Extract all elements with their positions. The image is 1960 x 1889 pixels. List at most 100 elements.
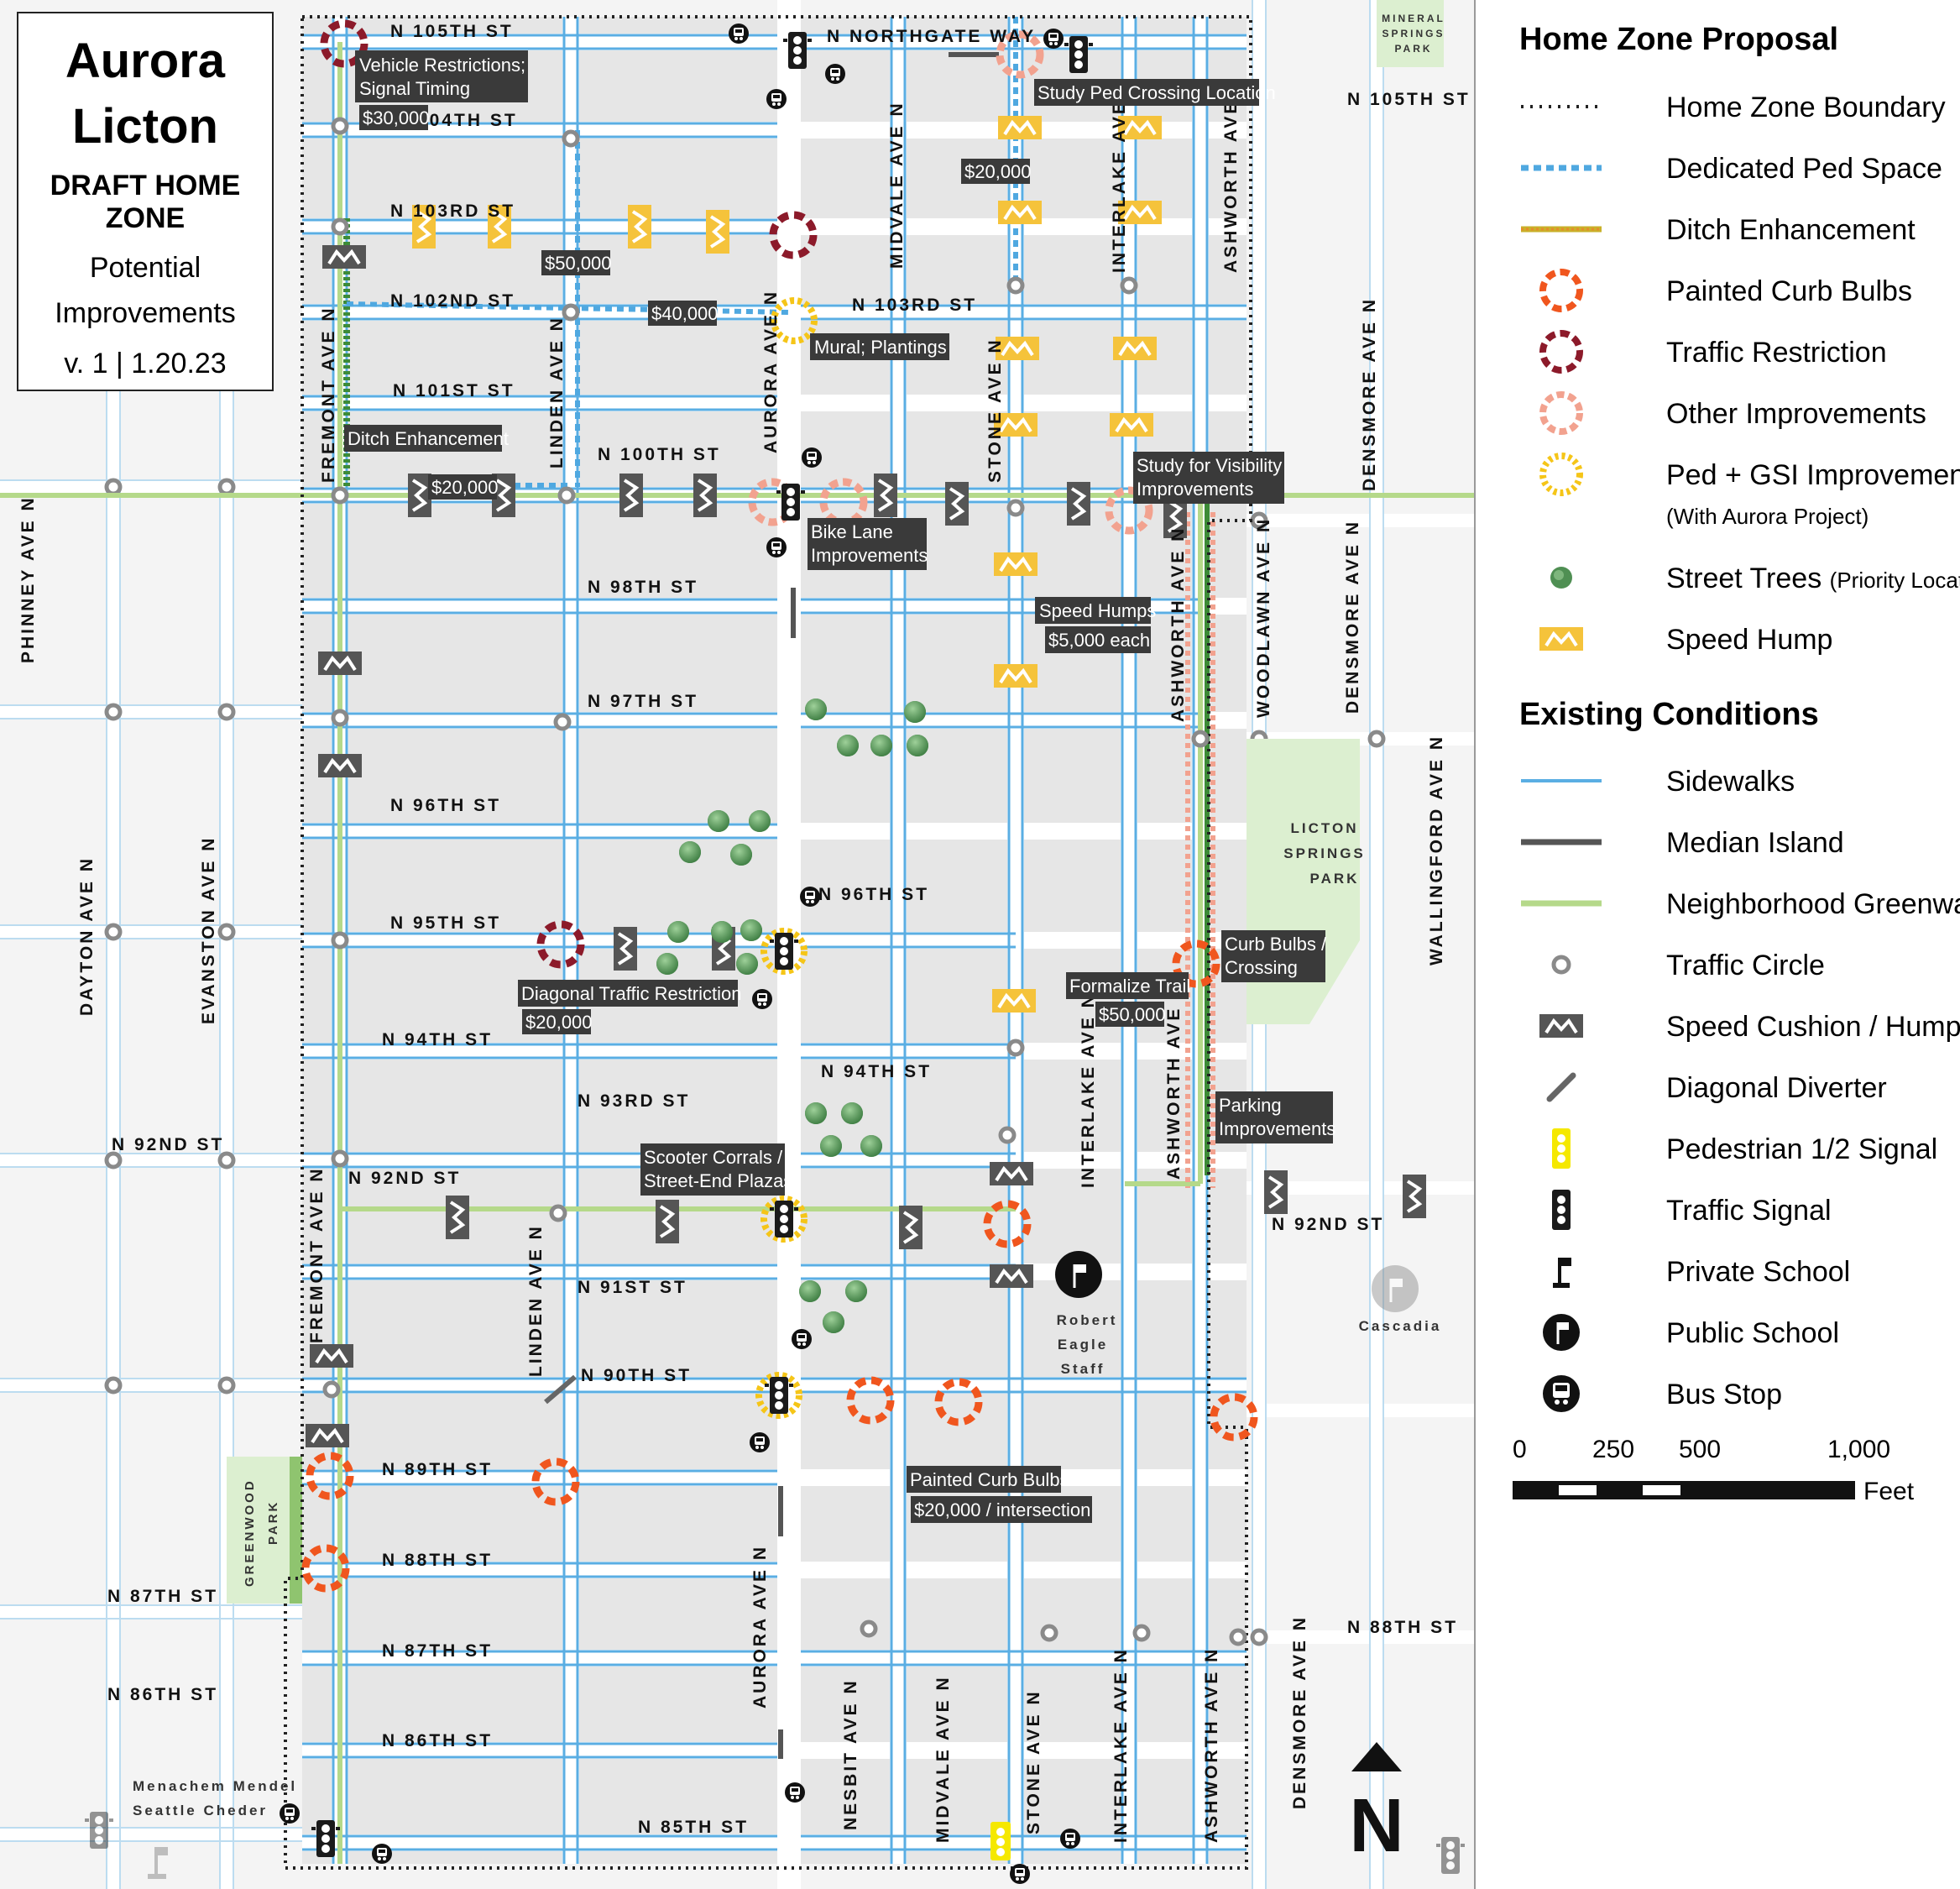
- callout-cost-30k: $30,000: [359, 105, 430, 130]
- svg-text:$40,000: $40,000: [651, 303, 719, 324]
- svg-text:N 87TH ST: N 87TH ST: [382, 1641, 493, 1661]
- legend-item-median: Median Island: [1519, 817, 1956, 867]
- svg-text:N 88TH ST: N 88TH ST: [1347, 1618, 1458, 1637]
- svg-text:Eagle: Eagle: [1058, 1337, 1108, 1353]
- scale-250: 250: [1592, 1436, 1635, 1463]
- svg-text:N 92ND ST: N 92ND ST: [112, 1135, 224, 1154]
- svg-text:N 86TH ST: N 86TH ST: [382, 1731, 493, 1750]
- svg-text:N 93RD ST: N 93RD ST: [578, 1091, 690, 1111]
- svg-text:N 86TH ST: N 86TH ST: [107, 1685, 218, 1704]
- legend-item-traffic-restriction: Traffic Restriction: [1519, 327, 1956, 377]
- svg-text:PARK: PARK: [1310, 871, 1360, 887]
- svg-text:Signal Timing: Signal Timing: [359, 78, 470, 99]
- public-school-robert-eagle: [1055, 1251, 1102, 1298]
- svg-text:N 85TH ST: N 85TH ST: [638, 1818, 749, 1837]
- svg-text:Painted Curb Bulbs: Painted Curb Bulbs: [910, 1469, 1069, 1490]
- scale-0: 0: [1513, 1436, 1527, 1463]
- svg-text:N 94TH ST: N 94TH ST: [382, 1030, 493, 1049]
- svg-text:N 98TH ST: N 98TH ST: [588, 578, 698, 597]
- svg-text:NESBIT AVE N: NESBIT AVE N: [841, 1678, 860, 1830]
- public-school-icon: [1543, 1314, 1580, 1351]
- svg-text:Menachem Mendel: Menachem Mendel: [133, 1778, 297, 1794]
- svg-text:FREMONT AVE N: FREMONT AVE N: [307, 1167, 327, 1344]
- legend-item-curb-bulbs: Painted Curb Bulbs: [1519, 265, 1956, 316]
- map-frame: N N 105TH ST N NORTHGATE WAY N 105TH ST …: [0, 0, 1476, 1889]
- legend-existing-heading: Existing Conditions: [1519, 697, 1819, 732]
- svg-text:LINDEN AVE N: LINDEN AVE N: [526, 1224, 546, 1377]
- callout-parking: Parking Improvements: [1215, 1091, 1335, 1143]
- greenwood-park: [227, 1457, 290, 1604]
- callout-vehicle-restrictions: Vehicle Restrictions; Signal Timing: [355, 50, 528, 102]
- svg-text:$20,000: $20,000: [964, 161, 1032, 182]
- svg-text:N 89TH ST: N 89TH ST: [382, 1460, 493, 1479]
- callout-ditch: Ditch Enhancement: [344, 425, 509, 452]
- svg-text:$30,000: $30,000: [363, 107, 430, 128]
- svg-text:LINDEN AVE N: LINDEN AVE N: [547, 316, 567, 468]
- svg-text:AURORA AVE N: AURORA AVE N: [761, 290, 781, 453]
- svg-text:Robert: Robert: [1057, 1312, 1118, 1328]
- svg-text:Improvements: Improvements: [1219, 1118, 1335, 1139]
- bus-stop-icon: [1543, 1375, 1580, 1412]
- public-school-cascadia: [1372, 1265, 1419, 1312]
- svg-text:$20,000: $20,000: [431, 477, 499, 498]
- callout-bike-lane: Bike Lane Improvements: [808, 518, 928, 570]
- svg-text:N 92ND ST: N 92ND ST: [348, 1169, 461, 1188]
- legend-item-greenway: Neighborhood Greenway: [1519, 878, 1960, 929]
- ditch-line-icon: [1521, 226, 1602, 233]
- north-arrow: N: [1350, 1742, 1404, 1868]
- callout-curb-crossing: Curb Bulbs / Crossing: [1221, 930, 1327, 982]
- svg-text:PARK: PARK: [266, 1500, 280, 1545]
- callout-formalize-trail: Formalize Trail $50,000: [1066, 972, 1190, 1027]
- svg-text:N 105TH ST: N 105TH ST: [1347, 90, 1471, 109]
- scale-1000: 1,000: [1827, 1436, 1891, 1463]
- svg-text:N 88TH ST: N 88TH ST: [382, 1551, 493, 1570]
- svg-text:Curb Bulbs /: Curb Bulbs /: [1225, 934, 1327, 955]
- svg-text:MIDVALE AVE N: MIDVALE AVE N: [887, 101, 907, 269]
- diagonal-diverter: [544, 1374, 577, 1405]
- svg-text:N 94TH ST: N 94TH ST: [821, 1062, 932, 1081]
- svg-text:N 101ST ST: N 101ST ST: [393, 381, 515, 400]
- svg-text:Speed Humps: Speed Humps: [1039, 600, 1156, 621]
- svg-text:N 103RD ST: N 103RD ST: [390, 201, 515, 221]
- svg-text:ASHWORTH AVE N: ASHWORTH AVE N: [1221, 77, 1241, 273]
- legend-item-ped-gsi: Ped + GSI Improvements: [1519, 449, 1960, 500]
- svg-text:Parking: Parking: [1219, 1095, 1282, 1116]
- scale-unit: Feet: [1863, 1478, 1915, 1505]
- callout-painted-curb: Painted Curb Bulbs $20,000 / intersectio…: [907, 1466, 1092, 1523]
- legend-ped-gsi-note: (With Aurora Project): [1666, 504, 1869, 529]
- svg-text:SPRINGS: SPRINGS: [1283, 845, 1366, 861]
- svg-text:N NORTHGATE WAY: N NORTHGATE WAY: [827, 27, 1036, 46]
- legend-item-traffic-signal: Traffic Signal: [1519, 1185, 1956, 1235]
- trail-line: [1185, 512, 1215, 1188]
- svg-text:MIDVALE AVE N: MIDVALE AVE N: [933, 1675, 953, 1843]
- callout-visibility: Study for Visibility Improvements: [1133, 452, 1284, 504]
- svg-text:Crossing: Crossing: [1225, 957, 1298, 978]
- svg-text:N 100TH ST: N 100TH ST: [598, 445, 721, 464]
- svg-text:STONE AVE N: STONE AVE N: [985, 338, 1005, 483]
- legend-item-speed-hump: Speed Hump: [1519, 614, 1956, 664]
- svg-text:N 95TH ST: N 95TH ST: [390, 913, 501, 933]
- legend-item-bus-stop: Bus Stop: [1519, 1368, 1956, 1419]
- ped-half-signal-85th: [990, 1822, 1011, 1860]
- callout-cost-20k-b: $20,000: [428, 474, 499, 500]
- sidewalk-line-icon: [1521, 779, 1602, 782]
- svg-text:PARK: PARK: [1394, 43, 1432, 55]
- speed-hump-icon: [1539, 627, 1583, 651]
- svg-text:Formalize Trail: Formalize Trail: [1069, 976, 1190, 997]
- svg-text:FREMONT AVE N: FREMONT AVE N: [319, 306, 338, 484]
- svg-text:DENSMORE AVE N: DENSMORE AVE N: [1360, 297, 1379, 491]
- svg-text:Improvements: Improvements: [1137, 479, 1253, 500]
- svg-text:Scooter Corrals /: Scooter Corrals /: [644, 1147, 783, 1168]
- speed-cushion-icon: [1539, 1014, 1583, 1038]
- svg-text:Street-End Plazas: Street-End Plazas: [644, 1170, 792, 1191]
- street-labels: N 105TH ST N NORTHGATE WAY N 105TH ST N …: [18, 22, 1471, 1843]
- svg-text:DAYTON AVE N: DAYTON AVE N: [77, 856, 97, 1016]
- svg-text:DENSMORE AVE N: DENSMORE AVE N: [1290, 1615, 1309, 1809]
- svg-text:ASHWORTH AVE N: ASHWORTH AVE N: [1168, 526, 1188, 722]
- scale-bar-graphic: [1513, 1481, 1855, 1499]
- svg-text:Mural; Plantings: Mural; Plantings: [814, 337, 947, 358]
- dotted-ped-space-icon: [1521, 165, 1602, 171]
- svg-text:Vehicle Restrictions;: Vehicle Restrictions;: [359, 55, 525, 76]
- median-line-icon: [1521, 839, 1602, 845]
- callout-cost-50k-a: $50,000: [541, 250, 612, 275]
